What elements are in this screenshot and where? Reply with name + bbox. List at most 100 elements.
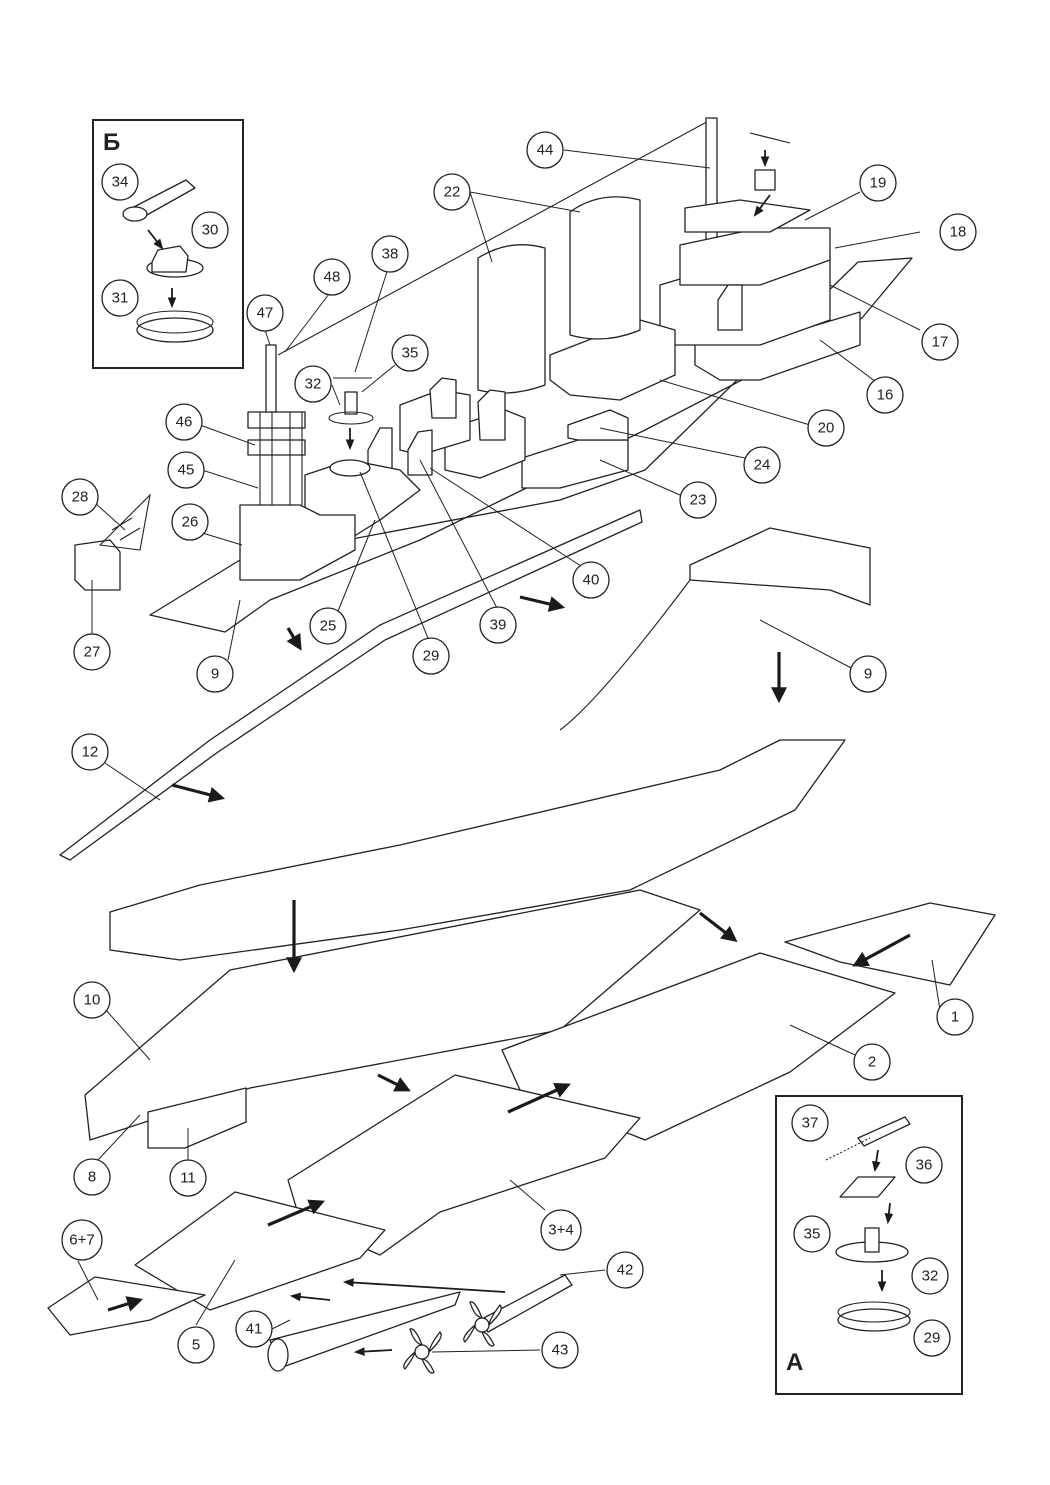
part-43-propeller-b (403, 1328, 442, 1374)
callout-30: 30 (191, 211, 229, 249)
svg-text:41: 41 (246, 1321, 263, 1338)
part-20-base (549, 319, 676, 401)
callout-1: 1 (936, 998, 974, 1036)
part-5-stern (134, 1191, 386, 1311)
callout-40: 40 (572, 561, 610, 599)
svg-text:25: 25 (320, 618, 337, 635)
callout-36: 36 (905, 1146, 943, 1184)
part-29-turret-ring (329, 459, 371, 477)
svg-text:46: 46 (176, 414, 193, 431)
part-45-legs (259, 412, 303, 505)
part-42-shaft (479, 1274, 573, 1333)
arrow-36-35 (884, 1202, 894, 1225)
inset-b-frame (92, 119, 244, 369)
part-28-crane-jib (98, 493, 151, 551)
part-12-strake (59, 509, 643, 861)
callout-19: 19 (859, 164, 897, 202)
arrow-5-3 (267, 1199, 325, 1227)
part-41-tube-end (267, 1338, 289, 1372)
callout-29-inset: 29 (913, 1319, 951, 1357)
svg-text:32: 32 (305, 376, 322, 393)
arrow-43 (353, 1347, 393, 1356)
part-36-platform (839, 1176, 896, 1198)
callout-29: 29 (412, 637, 450, 675)
callout-43: 43 (541, 1331, 579, 1369)
callout-16: 16 (866, 376, 904, 414)
callout-5: 5 (177, 1326, 215, 1364)
arrow-1-left (852, 933, 911, 967)
callout-48: 48 (313, 258, 351, 296)
svg-text:22: 22 (444, 184, 461, 201)
callout-37: 37 (791, 1104, 829, 1142)
svg-text:11: 11 (180, 1170, 196, 1187)
part-29-ring (837, 1301, 911, 1332)
part-19-bridge (684, 199, 811, 233)
svg-text:23: 23 (690, 492, 707, 509)
arrow-6-7-5 (107, 1296, 144, 1312)
part-24-house (567, 409, 629, 441)
callout-32: 32 (294, 365, 332, 403)
callout-35-inset: 35 (793, 1215, 831, 1253)
inset-a-label: А (786, 1349, 803, 1376)
callout-45: 45 (167, 451, 205, 489)
callout-6-7: 6+7 (61, 1219, 103, 1261)
svg-text:36: 36 (916, 1157, 933, 1174)
part-35-rangefinder-post (344, 391, 358, 415)
part-11-side (147, 1087, 247, 1149)
callout-38: 38 (371, 235, 409, 273)
callout-8: 8 (73, 1158, 111, 1196)
callout-26: 26 (171, 503, 209, 541)
callouts: 1 2 3+4 5 6+7 8 9 9 10 11 12 16 17 18 19… (61, 131, 977, 1369)
callout-18: 18 (939, 213, 977, 251)
arrow-9-down (286, 627, 302, 651)
svg-text:37: 37 (802, 1115, 819, 1132)
part-small-yard (749, 132, 791, 144)
arrow-19-small (753, 194, 771, 217)
svg-text:20: 20 (818, 420, 835, 437)
part-37-rangefinder (825, 1116, 911, 1161)
part-10-hull (84, 889, 701, 1141)
callout-39: 39 (479, 606, 517, 644)
arrow-42-5 (342, 1278, 506, 1293)
svg-text:27: 27 (84, 644, 101, 661)
arrow-37-36 (872, 1149, 881, 1173)
part-47-mast (265, 344, 277, 413)
part-vent-a (477, 389, 506, 441)
svg-text:3+4: 3+4 (548, 1222, 573, 1239)
arrow-3-4-2 (507, 1082, 571, 1114)
svg-text:9: 9 (211, 666, 219, 683)
inset-a: А (775, 1095, 963, 1395)
part-9-stern-deck (689, 527, 871, 606)
callout-32-inset: 32 (911, 1257, 949, 1295)
svg-text:43: 43 (552, 1342, 569, 1359)
part-30-turret (146, 245, 204, 278)
svg-text:35: 35 (804, 1226, 821, 1243)
svg-text:29: 29 (423, 648, 440, 665)
part-34-gun (122, 179, 196, 222)
callout-25: 25 (309, 607, 347, 645)
svg-text:16: 16 (877, 387, 894, 404)
callout-9-deck: 9 (196, 655, 234, 693)
svg-text:9: 9 (864, 666, 872, 683)
svg-text:28: 28 (72, 489, 89, 506)
part-1-bow (784, 902, 996, 986)
svg-text:19: 19 (870, 175, 887, 192)
svg-text:1: 1 (951, 1009, 959, 1026)
svg-text:18: 18 (950, 224, 967, 241)
inset-b-label: Б (103, 129, 120, 156)
rigging-line (277, 117, 715, 356)
svg-text:2: 2 (868, 1054, 876, 1071)
part-35-32-base (835, 1227, 909, 1263)
svg-text:31: 31 (112, 290, 129, 307)
part-46-bridge-deck (247, 411, 306, 429)
svg-text:34: 34 (112, 174, 129, 191)
callout-3-4: 3+4 (540, 1209, 582, 1251)
part-40-vent (407, 429, 433, 476)
svg-text:8: 8 (88, 1169, 96, 1186)
leader-lines (77, 149, 941, 1353)
callout-12: 12 (71, 733, 109, 771)
svg-text:30: 30 (202, 222, 219, 239)
callout-22: 22 (433, 173, 471, 211)
callout-2: 2 (853, 1043, 891, 1081)
